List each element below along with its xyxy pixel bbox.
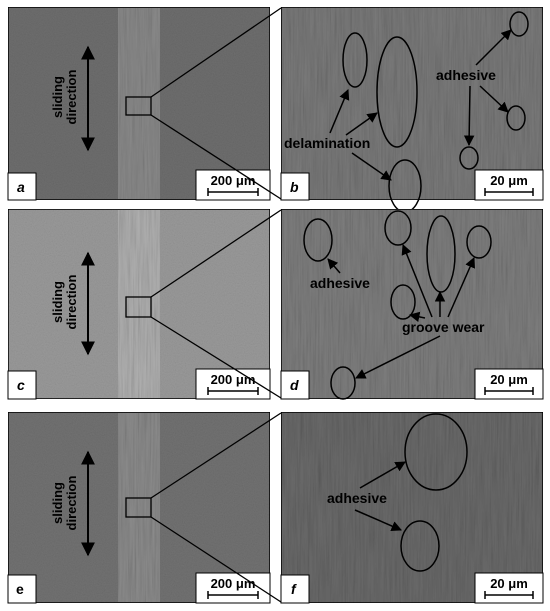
adhesive-ellipse <box>509 11 529 37</box>
panel-letter: a <box>17 179 25 195</box>
annotation-arrow <box>354 509 402 532</box>
annotation-arrow <box>345 112 378 136</box>
adhesive-ellipse <box>404 413 468 491</box>
wear-track <box>118 8 160 199</box>
annotation-arrow <box>475 29 512 66</box>
panel-a: sliding direction a 200 μm <box>7 6 271 201</box>
annotation-arrow <box>355 335 441 379</box>
adhesive-ellipse <box>459 146 479 170</box>
annotation-arrow <box>447 257 475 318</box>
letter-box <box>7 574 37 604</box>
zoom-box <box>125 296 152 318</box>
panel-b: adhesive delamination b 20 μm <box>280 6 544 213</box>
zoom-box <box>125 497 152 518</box>
panel-f-image <box>280 411 544 604</box>
panel-f: adhesive f 20 μm <box>280 411 544 604</box>
adhesive-label: adhesive <box>436 67 496 83</box>
annotation-arrow <box>479 85 509 113</box>
sliding-label: sliding <box>50 76 65 118</box>
scale-box <box>474 368 544 400</box>
sliding-label: sliding <box>50 281 65 323</box>
scale-box <box>474 572 544 604</box>
annotation-arrow <box>359 461 406 489</box>
zoom-line <box>150 209 282 298</box>
scale-bar-label: 20 μm <box>490 576 528 591</box>
panel-letter: e <box>16 581 24 597</box>
direction-label: direction <box>64 475 79 530</box>
zoom-line <box>150 114 282 200</box>
groove-ellipse <box>390 284 416 320</box>
annotation-arrow <box>463 85 475 147</box>
scale-bar-label: 200 μm <box>211 173 256 188</box>
annotation-arrow <box>351 152 392 181</box>
letter-box <box>7 370 37 400</box>
panel-letter: f <box>291 581 297 597</box>
letter-box <box>280 370 310 400</box>
panel-d: adhesive groove wear d 20 μm <box>280 208 544 400</box>
groove-ellipse <box>384 210 412 246</box>
zoom-line <box>150 516 282 603</box>
scale-bar-label: 20 μm <box>490 173 528 188</box>
direction-label: direction <box>64 274 79 329</box>
adhesive-ellipse <box>506 105 526 131</box>
panel-letter: c <box>17 377 25 393</box>
zoom-line <box>150 412 282 499</box>
annotation-arrow <box>327 258 341 274</box>
annotation-arrow <box>401 244 433 318</box>
letter-box <box>280 574 310 604</box>
annotation-arrow <box>329 89 350 134</box>
scale-box <box>474 169 544 201</box>
scale-bar-label: 200 μm <box>211 372 256 387</box>
scale-bar-label: 200 μm <box>211 576 256 591</box>
zoom-box <box>125 96 152 116</box>
scale-bar-label: 20 μm <box>490 372 528 387</box>
adhesive-ellipse <box>400 520 440 572</box>
letter-box <box>7 172 37 201</box>
adhesive-label: adhesive <box>310 275 370 291</box>
annotation-arrow <box>408 311 426 323</box>
groove-ellipse <box>466 225 492 259</box>
zoom-line <box>150 7 282 98</box>
zoom-line <box>150 316 282 399</box>
wear-track <box>118 413 160 602</box>
adhesive-label: adhesive <box>327 490 387 506</box>
panel-d-image <box>280 208 544 400</box>
delamination-ellipse <box>376 36 418 148</box>
wear-track <box>118 210 160 398</box>
groove-wear-label: groove wear <box>402 319 485 335</box>
panel-letter: b <box>290 179 299 195</box>
direction-label: direction <box>64 69 79 124</box>
sliding-label: sliding <box>50 482 65 524</box>
panel-c: sliding direction c 200 μm <box>7 208 271 400</box>
delamination-label: delamination <box>284 135 370 151</box>
adhesive-ellipse <box>303 218 333 262</box>
panel-letter: d <box>290 377 299 393</box>
letter-box <box>280 172 310 201</box>
delamination-ellipse <box>342 32 368 88</box>
groove-ellipse <box>330 366 356 400</box>
panel-e: sliding direction e 200 μm <box>7 411 271 604</box>
